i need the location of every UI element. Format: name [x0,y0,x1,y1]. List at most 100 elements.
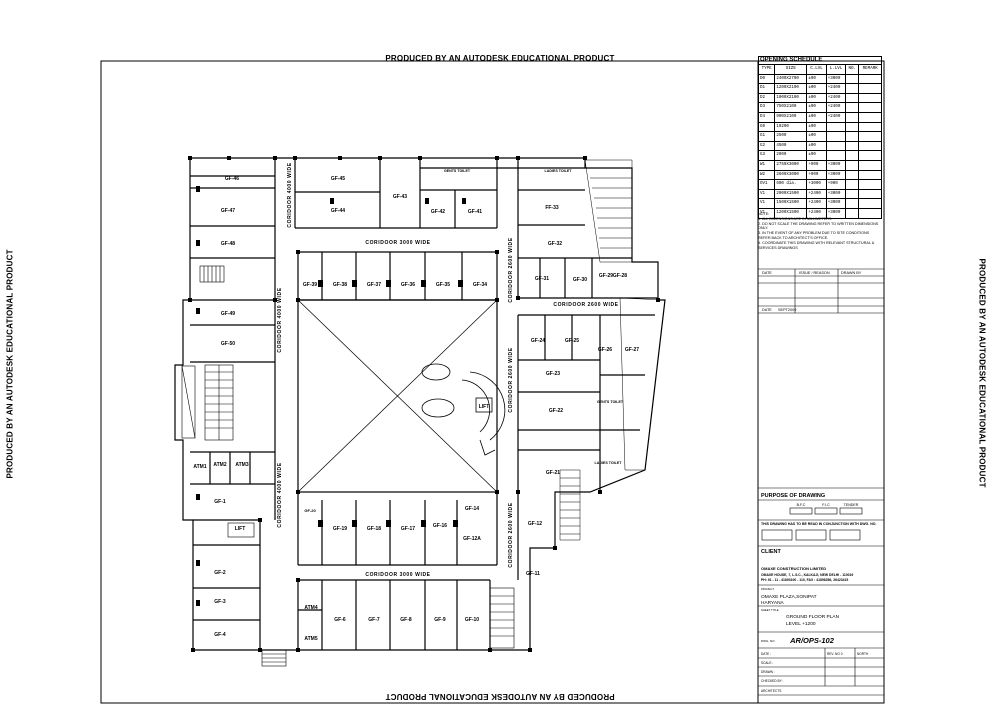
room-gf-24: GF-24 [531,338,545,344]
room-gf-21: GF-21 [546,470,560,476]
room-gf-30: GF-30 [573,277,587,283]
corridor-left-lower-label: CORIDOOR 4000 WIDE [277,462,283,527]
schedule-cell: V1 [757,188,776,200]
architects-label: ARCHITECTS [761,689,781,693]
schedule-cell: ±00 [806,102,827,113]
schedule-cell: +900 [806,169,827,181]
schedule-cell [845,131,860,142]
schedule-cell: ±00 [806,140,827,152]
schedule-cell: G2 [757,140,776,152]
schedule-header-llvl: L.LVL [825,64,847,75]
schedule-cell: +900 [806,159,827,171]
schedule-cell: +2400 [825,111,847,123]
schedule-cell [858,207,882,219]
schedule-cell [825,150,847,161]
columns [188,156,660,652]
schedule-cell: 1200X2100 [774,83,808,94]
lift-box [227,522,255,538]
corridor-left-upper-label: CORIDOOR 4000 WIDE [287,162,293,227]
rev-header-drawn: DRAWN BY [841,271,862,275]
schedule-cell [845,121,860,133]
room-atm3: ATM3 [235,462,248,468]
room-gf-4: GF-4 [214,632,226,638]
room-gf-43: GF-43 [393,194,407,200]
schedule-header-no: NO. [845,64,860,75]
schedule-header-size: SIZE [774,64,808,75]
room-gf-25: GF-25 [565,338,579,344]
room-gf-2: GF-2 [214,570,226,576]
schedule-cell [845,159,860,171]
room-gf-46: GF-46 [225,176,239,182]
schedule-cell: 2000 [774,150,808,161]
schedule-cell [845,150,860,161]
schedule-cell: +3000 [825,159,847,171]
notes-heading: NOTE: [758,212,770,216]
room-gf-22: GF-22 [549,408,563,414]
room-gf-45: GF-45 [331,176,345,182]
room-gf-50: GF-50 [221,341,235,347]
room-gf-17: GF-17 [401,526,415,532]
room-gf-26: GF-26 [598,347,612,353]
dwg-no-label: DWG. NO. [761,639,775,643]
schedule-cell [858,121,882,133]
schedule-cell [845,179,860,190]
room-gf-47: GF-47 [221,208,235,214]
schedule-cell [858,111,882,123]
project-state: HARYANA [761,600,785,606]
schedule-cell: 4500 [774,140,808,152]
room-gf-9: GF-9 [434,617,446,623]
schedule-cell: +2400 [825,83,847,94]
room-gf-10: GF-10 [465,617,479,623]
drawn-label: DRAWN : [761,670,775,674]
opening-schedule: OPENING SCHEDULE TYPE SIZE C.LVL L.LVL N… [757,56,882,219]
schedule-cell [825,131,847,142]
schedule-cell [845,92,860,104]
room-gf-44: GF-44 [331,208,345,214]
schedule-cell [825,121,847,133]
schedule-cell: 2500 [774,131,808,142]
note-line: 3. IN THE EVENT OF ANY PROBLEM DUE TO SI… [758,231,870,240]
room-gf-31: GF-31 [535,276,549,282]
room-lift-2: LIFT [235,526,246,532]
building-walls [174,157,666,651]
schedule-cell: +2400 [825,102,847,113]
staircases [181,265,515,667]
schedule-cell: D0 [757,73,776,85]
schedule-cell: ±00 [806,83,827,94]
schedule-cell: +2400 [806,198,827,209]
schedule-cell: G0 [757,121,776,133]
room-ladies-toilet: LADIES TOILET [545,169,573,173]
schedule-cell [845,73,860,85]
schedule-cell: D4 [757,111,776,123]
room-gf-36: GF-36 [401,282,415,288]
room-ff-33: FF-33 [545,205,559,211]
room-gf-12: GF-12 [528,521,542,527]
rev-header-date: DATE [762,271,772,275]
schedule-cell [858,150,882,161]
dwg-no: AR/OPS-102 [789,636,835,645]
room-gf-1: GF-1 [214,499,226,505]
room-gf-38: GF-38 [333,282,347,288]
note-line: 4. COORDINATE THIS DRAWING WITH RELEVANT… [758,240,875,250]
room-gf-32: GF-32 [548,241,562,247]
schedule-cell [858,159,882,171]
schedule-cell [858,92,882,104]
schedule-cell: 2750X3000 [774,159,808,171]
room-gf-34: GF-34 [473,282,487,288]
rev-no: REV. NO 0 [827,652,843,656]
room-gf-16: GF-16 [433,523,447,529]
schedule-cell: +3000 [825,169,847,181]
schedule-cell: D1 [757,83,776,94]
schedule-cell: 2400X2700 [774,73,808,85]
schedule-cell: +900 [825,179,847,190]
sheet-border [100,60,885,704]
room-gf-6: GF-6 [334,617,346,623]
schedule-cell [845,169,860,181]
schedule-cell: W1 [757,159,776,171]
schedule-cell: 600 dia. [774,179,808,190]
